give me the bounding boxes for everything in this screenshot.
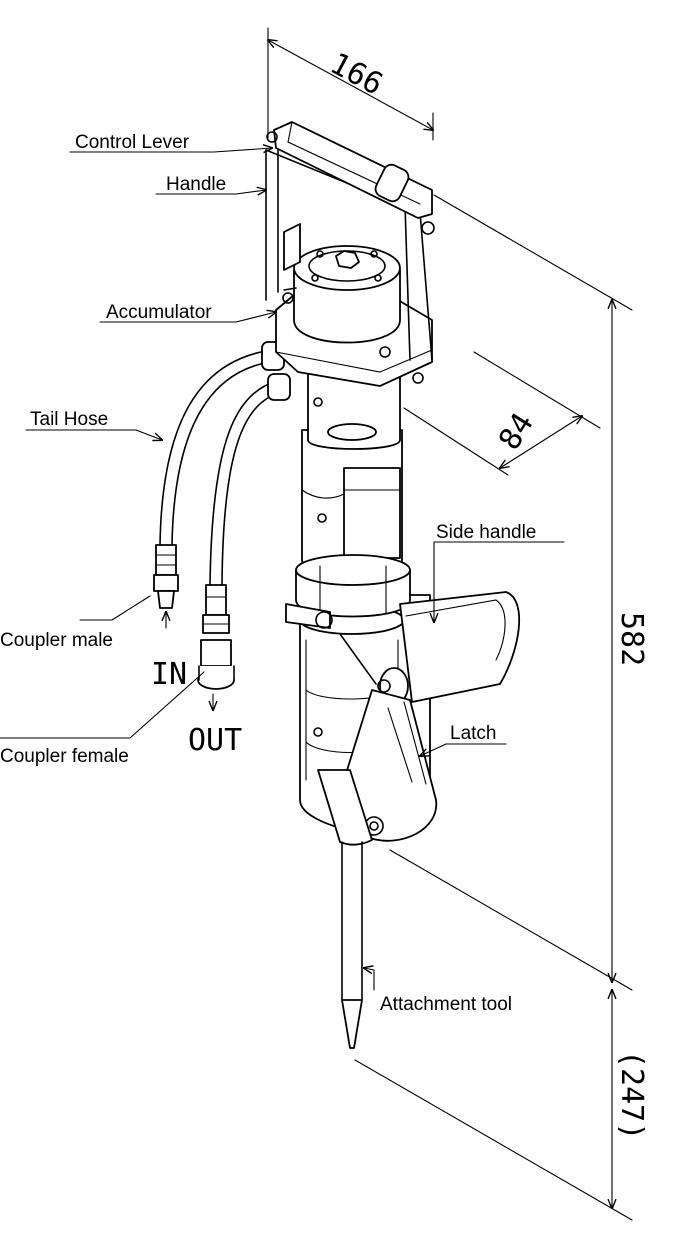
label-latch: Latch [420,723,507,756]
label-coupler-female-text: Coupler female [0,746,129,767]
out-label: OUT [188,723,242,758]
label-side-handle-text: Side handle [436,522,536,543]
label-coupler-male: Coupler male [0,595,151,651]
dimension-247-label: (247) [614,1050,649,1140]
coupler-male [153,544,179,629]
dimension-84: 84 [403,351,601,476]
label-control-lever: Control Lever [69,132,272,153]
dimension-582-label: 582 [614,612,649,666]
label-handle-text: Handle [166,174,226,195]
coupler-female [197,584,235,710]
label-attachment-tool-text: Attachment tool [380,994,512,1015]
label-accumulator: Accumulator [99,302,276,323]
label-accumulator-text: Accumulator [106,302,212,323]
attachment-tool [341,841,363,1049]
dimension-166-label: 166 [324,46,388,102]
label-side-handle: Side handle [434,522,565,622]
label-tail-hose: Tail Hose [25,409,162,440]
dimension-247: (247) [354,990,649,1221]
label-control-lever-text: Control Lever [75,132,190,153]
label-handle: Handle [155,174,266,195]
label-coupler-female: Coupler female [0,671,205,767]
tail-hose [159,341,291,586]
dimension-582: 582 [389,194,649,991]
dimension-84-label: 84 [492,407,541,456]
latch [317,689,437,846]
label-coupler-male-text: Coupler male [0,630,113,651]
control-lever [266,121,435,235]
in-label: IN [151,657,187,692]
label-attachment-tool: Attachment tool [364,968,512,1015]
label-latch-text: Latch [450,723,496,744]
accumulator [293,245,401,344]
label-tail-hose-text: Tail Hose [30,409,108,430]
